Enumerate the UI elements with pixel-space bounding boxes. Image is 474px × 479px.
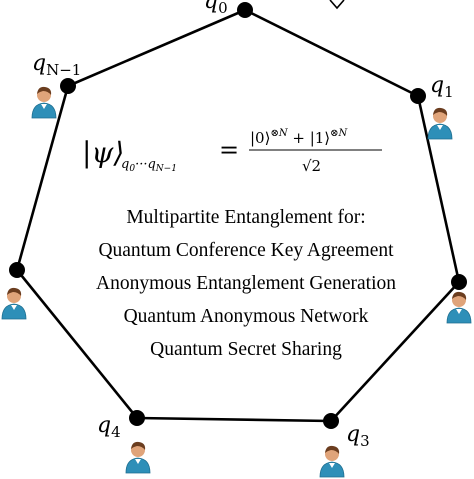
node-labels: q0 q1 q3 q4 qN−1 xyxy=(32,0,454,450)
application-item: Anonymous Entanglement Generation xyxy=(95,273,396,294)
node-q1 xyxy=(410,88,426,104)
node-label-q4: q4 xyxy=(97,413,121,441)
node-label-q1: q1 xyxy=(430,73,454,101)
equals-sign: = xyxy=(219,136,239,164)
user-icons xyxy=(1,86,472,478)
node-label-qN-1: qN−1 xyxy=(32,51,81,79)
edge-q5-qN-1 xyxy=(15,85,70,271)
node-label-q0: q0 xyxy=(204,0,228,17)
application-item: Quantum Secret Sharing xyxy=(150,339,342,360)
edge-q3-q4 xyxy=(136,416,332,423)
edge-qN-1-q0 xyxy=(67,8,246,88)
user-icon xyxy=(319,445,345,478)
user-icon xyxy=(31,86,57,119)
application-item: Quantum Anonymous Network xyxy=(123,306,369,327)
user-icon xyxy=(125,441,151,474)
user-icon xyxy=(1,287,27,320)
node-q3 xyxy=(323,413,339,429)
node-qN-1 xyxy=(60,78,76,94)
state-denominator: √2 xyxy=(302,157,321,175)
ghz-state-formula: |ψ⟩ q0···qN−1 = |0⟩⊗N + |1⟩⊗N √2 xyxy=(82,128,382,175)
node-q5 xyxy=(9,262,25,278)
state-numerator: |0⟩⊗N + |1⟩⊗N xyxy=(250,128,349,147)
edge-q0-q1 xyxy=(244,8,419,98)
node-q0 xyxy=(237,2,253,18)
state-ket: |ψ⟩ xyxy=(82,136,124,169)
application-item: Quantum Conference Key Agreement xyxy=(98,240,394,261)
node-q4 xyxy=(129,410,145,426)
edge-q2-q3 xyxy=(330,281,460,422)
user-icon xyxy=(446,291,472,324)
state-subscript: q0···qN−1 xyxy=(121,157,177,174)
edge-q1-q2 xyxy=(416,95,461,283)
partial-top-marker xyxy=(329,0,345,10)
user-icon xyxy=(427,107,453,140)
edge-q4-q5 xyxy=(15,269,139,419)
node-q2 xyxy=(451,274,467,290)
node-label-q3: q3 xyxy=(346,422,370,450)
network-edges xyxy=(15,8,461,423)
heading-text: Multipartite Entanglement for: xyxy=(126,207,366,228)
network-nodes xyxy=(9,2,467,429)
